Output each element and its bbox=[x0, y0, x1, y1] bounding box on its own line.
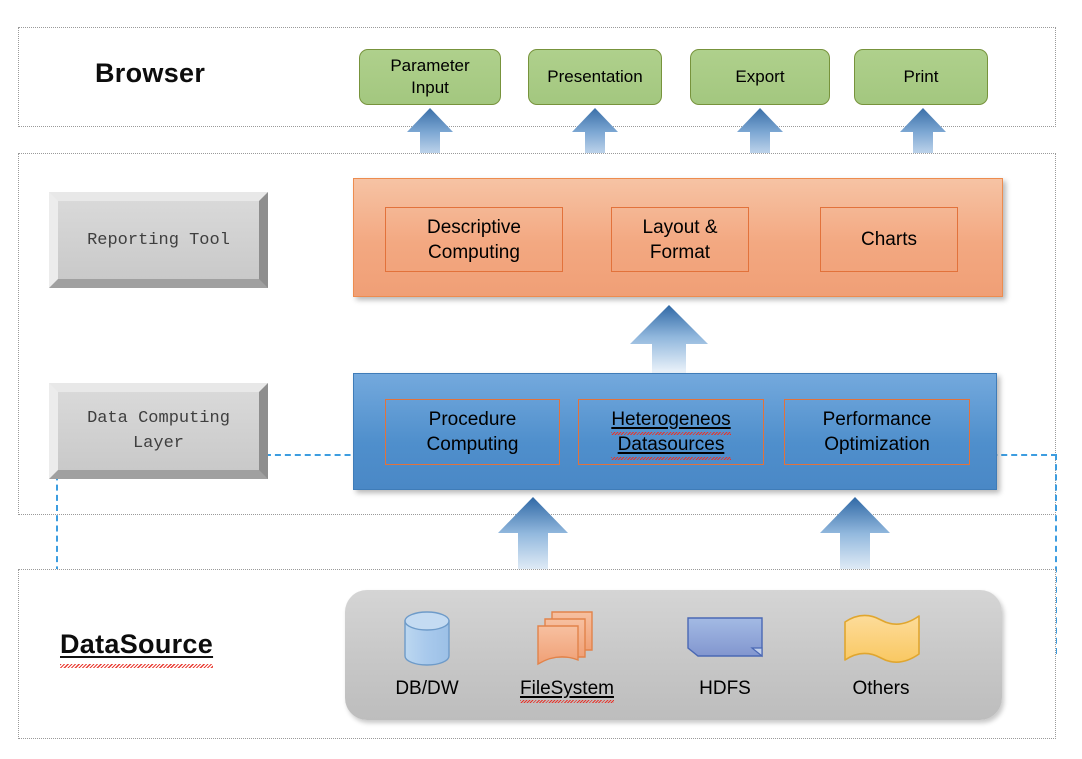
hdfs-label: HDFS bbox=[699, 678, 751, 699]
hetero-line1: Heterogeneos bbox=[611, 409, 732, 435]
reporting-tool-panel bbox=[353, 178, 1003, 297]
performance-line1: Performance bbox=[822, 409, 932, 430]
computing-item-performance-optimization[interactable]: Performance Optimization bbox=[784, 399, 970, 465]
procedure-line2: Computing bbox=[426, 434, 519, 455]
folded-corner-page-icon bbox=[655, 608, 795, 670]
arrow-up-to-computing-left bbox=[498, 497, 568, 579]
browser-button-parameter-input[interactable]: Parameter Input bbox=[359, 49, 501, 105]
performance-line2: Optimization bbox=[824, 434, 930, 455]
others-label: Others bbox=[852, 678, 910, 699]
arrow-up-to-presentation bbox=[572, 108, 618, 170]
arrow-up-to-computing-right bbox=[820, 497, 890, 579]
wavy-flag-icon bbox=[811, 608, 951, 670]
database-cylinder-icon bbox=[357, 608, 497, 670]
presentation-label: Presentation bbox=[547, 67, 643, 86]
datasource-item-db-dw[interactable]: DB/DW bbox=[357, 608, 497, 700]
stacked-documents-icon bbox=[497, 608, 637, 670]
arrow-up-to-parameter-input bbox=[407, 108, 453, 170]
print-label: Print bbox=[903, 67, 939, 86]
filesystem-label: FileSystem bbox=[520, 678, 614, 703]
computing-item-procedure-computing[interactable]: Procedure Computing bbox=[385, 399, 560, 465]
db-dw-label: DB/DW bbox=[395, 678, 459, 699]
reporting-item-charts[interactable]: Charts bbox=[820, 207, 958, 272]
reporting-item-layout-format[interactable]: Layout & Format bbox=[611, 207, 749, 272]
browser-button-presentation[interactable]: Presentation bbox=[528, 49, 662, 105]
datasource-tray: DB/DW FileSystem bbox=[345, 590, 1002, 720]
browser-button-export[interactable]: Export bbox=[690, 49, 830, 105]
datasource-item-hdfs[interactable]: HDFS bbox=[655, 608, 795, 700]
data-computing-panel bbox=[353, 373, 997, 490]
data-layer-line1: Data Computing bbox=[87, 409, 230, 428]
label-data-computing-layer: Data Computing Layer bbox=[49, 383, 268, 479]
browser-button-print[interactable]: Print bbox=[854, 49, 988, 105]
charts-label: Charts bbox=[861, 229, 917, 250]
procedure-line1: Procedure bbox=[428, 409, 517, 430]
descriptive-line2: Computing bbox=[428, 241, 520, 263]
arrow-up-to-export bbox=[737, 108, 783, 170]
reporting-item-descriptive-computing[interactable]: Descriptive Computing bbox=[385, 207, 563, 272]
layout-line1: Layout & bbox=[642, 216, 718, 238]
computing-item-heterogeneos-datasources[interactable]: Heterogeneos Datasources bbox=[578, 399, 764, 465]
arrow-up-to-print bbox=[900, 108, 946, 170]
datasource-row-title: DataSource bbox=[60, 629, 214, 668]
layout-line2: Format bbox=[649, 241, 711, 263]
descriptive-line1: Descriptive bbox=[427, 216, 521, 238]
datasource-item-filesystem[interactable]: FileSystem bbox=[497, 608, 637, 703]
arrow-up-to-reporting-tool bbox=[630, 305, 708, 375]
browser-row-title: Browser bbox=[95, 58, 206, 88]
data-layer-line2: Layer bbox=[132, 434, 184, 453]
export-label: Export bbox=[735, 67, 785, 86]
reporting-tool-line1: Reporting Tool bbox=[87, 230, 230, 250]
datasource-item-others[interactable]: Others bbox=[811, 608, 951, 700]
parameter-input-line2: Input bbox=[411, 78, 449, 97]
parameter-input-line1: Parameter bbox=[390, 56, 470, 75]
hetero-line2: Datasources bbox=[611, 432, 732, 460]
label-reporting-tool: Reporting Tool bbox=[49, 192, 268, 288]
datasource-row-title-text: DataSource bbox=[60, 629, 214, 668]
